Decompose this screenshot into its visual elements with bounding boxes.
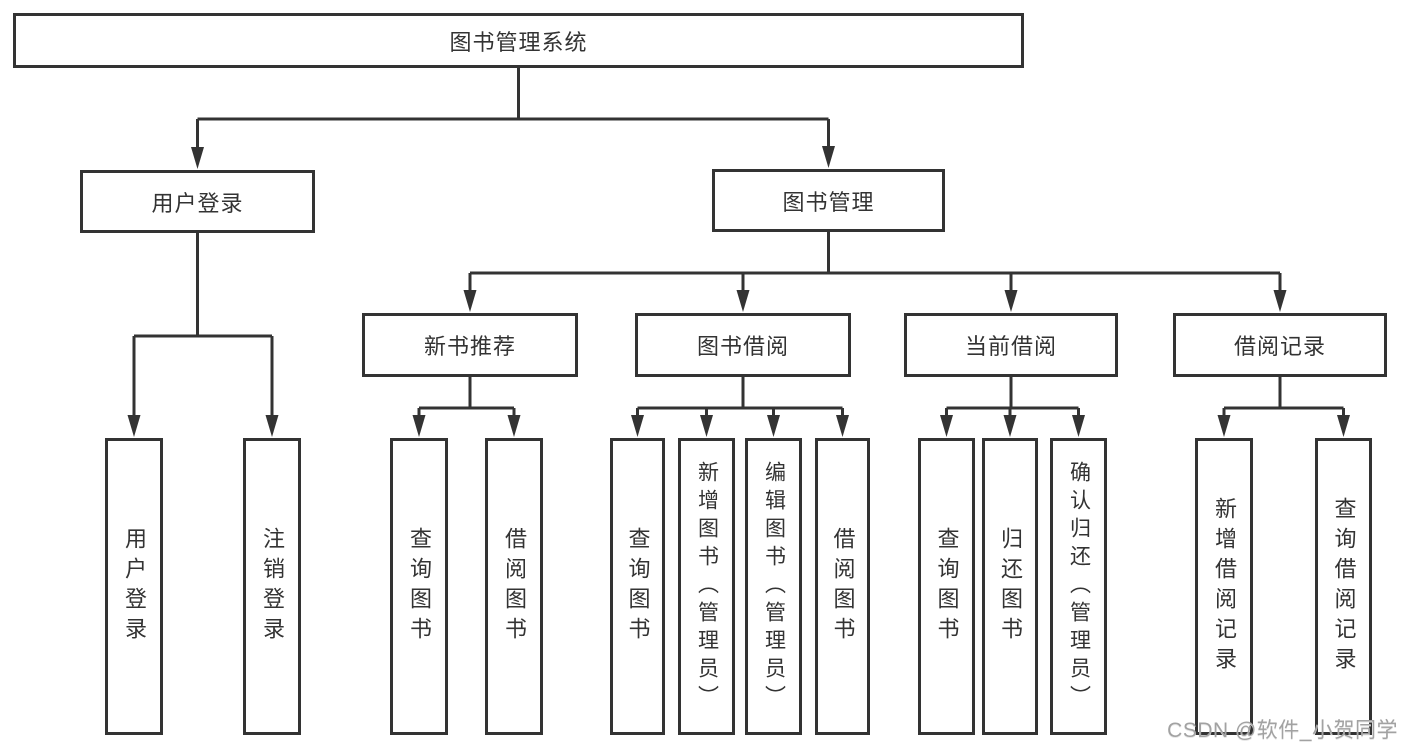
node-book-borrow: 图书借阅 [635,313,851,377]
arrowhead-icon [836,415,849,437]
connector-new-book-rec [417,377,516,418]
node-br-add: 新增借阅记录 [1195,438,1253,735]
node-book-mgmt: 图书管理 [712,169,945,232]
arrowhead-icon [412,415,426,437]
arrowhead-icon [822,146,835,168]
arrowhead-icon [940,415,953,437]
node-rec-query: 查询图书 [390,438,448,735]
node-current-borrow: 当前借阅 [904,313,1118,377]
node-borrow-records: 借阅记录 [1173,313,1387,377]
connector-current-borrow [945,377,1080,418]
arrowhead-icon [507,415,521,437]
node-rec-borrow: 借阅图书 [485,438,543,735]
node-bb-add: 新增图书（管理员） [678,438,735,735]
arrowhead-icon [1003,415,1017,437]
node-new-book-rec: 新书推荐 [362,313,578,377]
connector-user-login [132,233,274,418]
node-cb-return: 归还图书 [982,438,1038,735]
node-cb-confirm: 确认归还（管理员） [1050,438,1107,735]
node-br-query: 查询借阅记录 [1315,438,1372,735]
arrowhead-icon [265,415,279,437]
arrowhead-icon [1072,415,1085,437]
connector-book-borrow [636,377,844,418]
node-cb-query: 查询图书 [918,438,975,735]
connector-borrow-records [1222,377,1345,418]
arrowhead-icon [631,415,644,437]
node-bb-borrow: 借阅图书 [815,438,870,735]
arrowhead-icon [1337,415,1350,437]
arrowhead-icon [1217,415,1231,437]
connector-book-mgmt [468,232,1282,293]
arrowhead-icon [463,290,477,312]
node-user-login: 用户登录 [80,170,315,233]
node-bb-edit: 编辑图书（管理员） [745,438,802,735]
arrowhead-icon [767,415,780,437]
arrowhead-icon [700,415,713,437]
node-bb-query: 查询图书 [610,438,665,735]
watermark: CSDN @软件_小贺同学 [1167,719,1398,742]
arrowhead-icon [1273,290,1287,312]
node-logout: 注销登录 [243,438,301,735]
arrowhead-icon [1004,290,1018,312]
arrowhead-icon [191,147,204,169]
arrowhead-icon [127,415,141,437]
connector-root [196,68,830,150]
node-login: 用户登录 [105,438,163,735]
node-root: 图书管理系统 [13,13,1024,68]
arrowhead-icon [736,290,750,312]
